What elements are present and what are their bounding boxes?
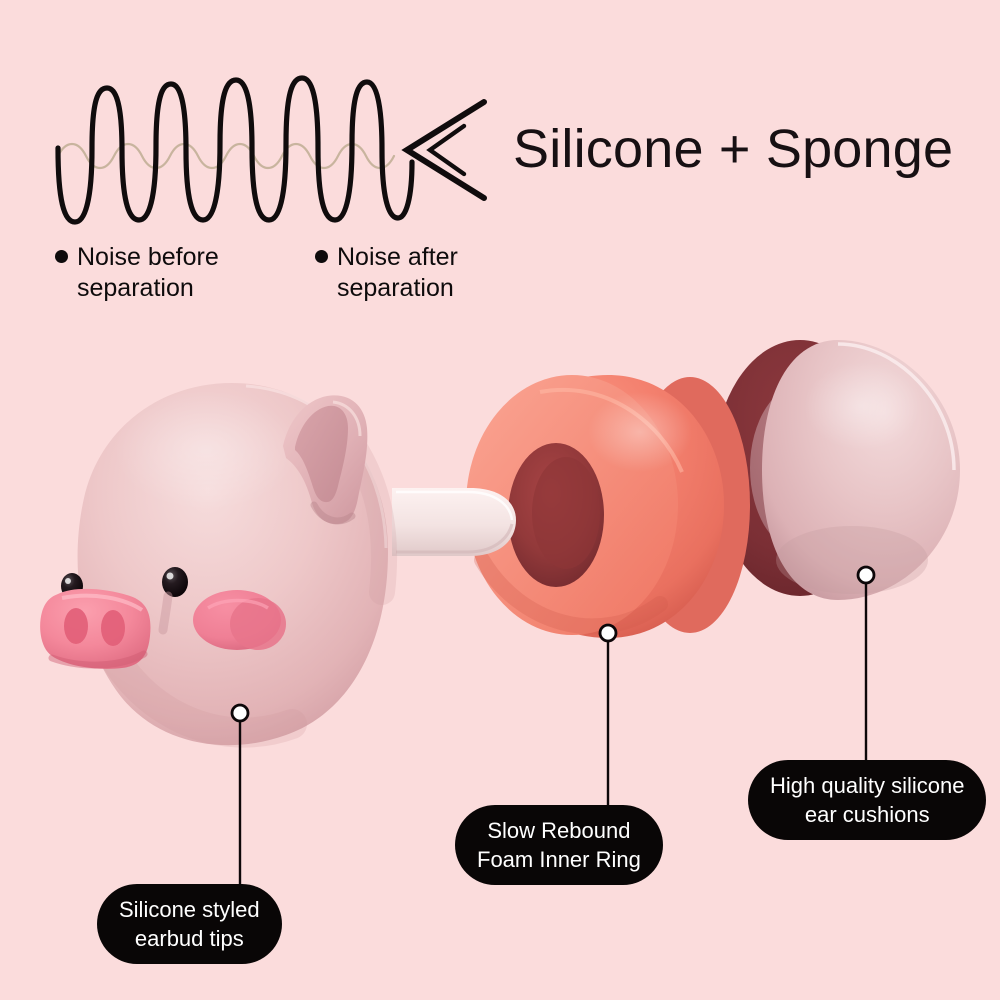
leader-marker-1 [230, 703, 250, 723]
pig-eye-crease [158, 591, 173, 635]
callout-line-2: ear cushions [804, 802, 930, 827]
pig-ear [283, 395, 368, 525]
part-silicone-ear-cushion [714, 340, 960, 600]
chevron-arrow-inner-icon [426, 123, 467, 177]
snout-shape [40, 588, 151, 669]
snout-nostril-left [64, 608, 88, 644]
leader-marker-3 [856, 565, 876, 585]
nozzle-bottom-shade [396, 523, 514, 554]
callout-line-1: Slow Rebound [487, 818, 631, 843]
cushion-highlight [804, 362, 920, 450]
callout-silicone-earbud-tips[interactable]: Silicone styled earbud tips [97, 884, 282, 964]
legend-row: Noise after [315, 242, 565, 273]
callout-line-2: earbud tips [134, 926, 244, 951]
legend-row: Noise before [55, 242, 305, 273]
legend-noise-after: Noise after separation [315, 242, 565, 304]
foam-highlight [588, 392, 692, 472]
callout-line-1: Silicone styled [119, 897, 260, 922]
part-pig-earbud-body [40, 383, 398, 748]
chevron-arrow-outer-icon [401, 99, 487, 201]
legend-label-line1: Noise after [337, 243, 458, 271]
noise-waveform-diagram [55, 75, 487, 225]
pig-ear-base-shade [310, 501, 356, 525]
leader-marker-2 [598, 623, 618, 643]
foam-bore-depth [532, 457, 600, 569]
part-nozzle-stem [392, 488, 516, 556]
pig-eye-left-glint [65, 578, 71, 584]
pig-cheek [193, 590, 286, 650]
bullet-dot-icon [315, 249, 328, 263]
snout-nostril-right [101, 610, 125, 646]
pig-ear-inner [295, 405, 348, 503]
foam-bottom-shade [474, 552, 668, 635]
snout-bottom-shade [48, 650, 148, 669]
callout-silicone-ear-cushions[interactable]: High quality silicone ear cushions [748, 760, 987, 840]
cushion-rim-highlight [837, 342, 956, 471]
wave-after-separation [56, 142, 396, 170]
callout-line-2: Foam Inner Ring [477, 847, 641, 872]
part-foam-inner-ring [466, 375, 750, 638]
pig-snout [40, 588, 151, 669]
nozzle-top-edge [396, 490, 514, 521]
cheek-highlight [207, 598, 269, 610]
legend-label-line2: separation [337, 274, 454, 302]
pig-ear-highlight [332, 400, 362, 437]
page-title: Silicone + Sponge [513, 119, 954, 179]
callout-foam-inner-ring[interactable]: Slow Rebound Foam Inner Ring [455, 805, 663, 885]
cheek-side [230, 598, 286, 650]
nozzle-body [392, 488, 516, 556]
snout-top-highlight [61, 593, 144, 612]
earbud-highlight [114, 390, 298, 510]
legend-label-line1: Noise before [77, 243, 219, 271]
bullet-dot-icon [55, 249, 68, 263]
legend-label-line2: separation [77, 274, 194, 302]
callout-leaders [230, 565, 876, 884]
cushion-lower-shade [776, 526, 928, 594]
pig-eye-right-glint [166, 572, 174, 580]
wave-before-separation [55, 75, 415, 225]
callout-line-1: High quality silicone [770, 773, 965, 798]
legend-noise-before: Noise before separation [55, 242, 305, 304]
